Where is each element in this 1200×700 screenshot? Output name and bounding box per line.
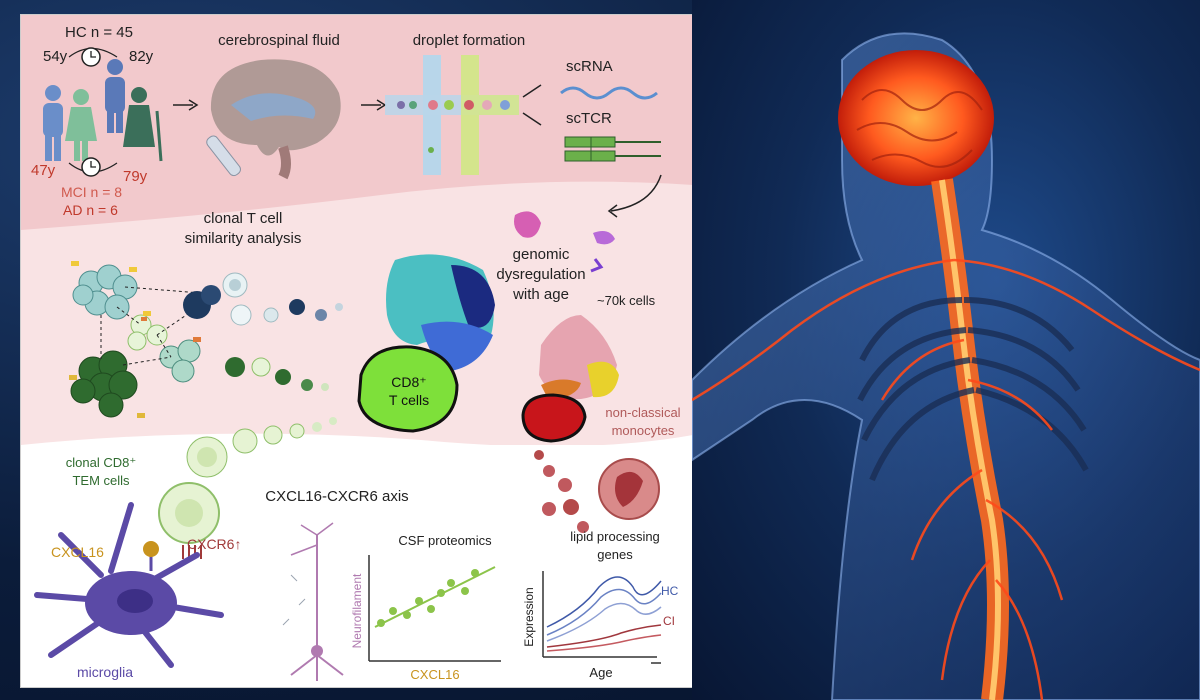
proteomics-title: CSF proteomics — [398, 533, 492, 548]
lipid-xlabel: Age — [589, 665, 612, 680]
age-top-right-label: 82y — [129, 48, 154, 65]
proteomics-xlabel: CXCL16 — [410, 667, 459, 682]
lipid-title-line2: genes — [597, 547, 633, 562]
ci-curve-label: CI — [663, 614, 675, 628]
age-bottom-left-label: 47y — [31, 162, 56, 179]
anatomy-illustration-svg — [692, 0, 1200, 700]
genomic-label-line3: with age — [512, 286, 569, 303]
graphical-abstract-panel: HC n = 45 54y 82y — [20, 14, 694, 688]
sctcr-label: scTCR — [566, 110, 612, 127]
microglia-label: microglia — [77, 664, 133, 680]
age-top-left-label: 54y — [43, 48, 68, 65]
proteomics-ylabel: Neurofilament — [350, 573, 364, 648]
cxcl16-label: CXCL16 — [51, 544, 104, 560]
cd8-label-line1: CD8⁺ — [391, 374, 426, 390]
clonal-analysis-line1: clonal T cell — [204, 210, 283, 227]
clonal-analysis-line2: similarity analysis — [185, 230, 302, 247]
anatomy-nervous-system-illustration — [692, 0, 1200, 700]
droplet-label: droplet formation — [413, 32, 526, 49]
brain-glow-icon — [838, 50, 994, 186]
hc-curve-label: HC — [661, 584, 679, 598]
cd8-label-line2: T cells — [389, 392, 429, 408]
hc-count-label: HC n = 45 — [65, 24, 133, 41]
monocytes-label-line1: non-classical — [605, 405, 680, 420]
axis-label: CXCL16-CXCR6 axis — [265, 488, 408, 505]
cxcr6-label: CXCR6↑ — [187, 536, 241, 552]
cell-count-label: ~70k cells — [597, 293, 656, 308]
graphical-abstract-figure: HC n = 45 54y 82y — [21, 15, 693, 687]
clonal-cd8-line1: clonal CD8⁺ — [66, 455, 136, 470]
lipid-title-line1: lipid processing — [570, 529, 660, 544]
lipid-ylabel: Expression — [522, 587, 536, 646]
age-bottom-right-label: 79y — [123, 168, 148, 185]
ad-count-label: AD n = 6 — [63, 202, 118, 218]
scrna-label: scRNA — [566, 58, 613, 75]
clonal-cd8-line2: TEM cells — [72, 473, 130, 488]
genomic-label-line1: genomic — [513, 246, 570, 263]
monocytes-label-line2: monocytes — [612, 423, 675, 438]
csf-label: cerebrospinal fluid — [218, 32, 340, 49]
mci-count-label: MCI n = 8 — [61, 184, 122, 200]
genomic-label-line2: dysregulation — [496, 266, 585, 283]
